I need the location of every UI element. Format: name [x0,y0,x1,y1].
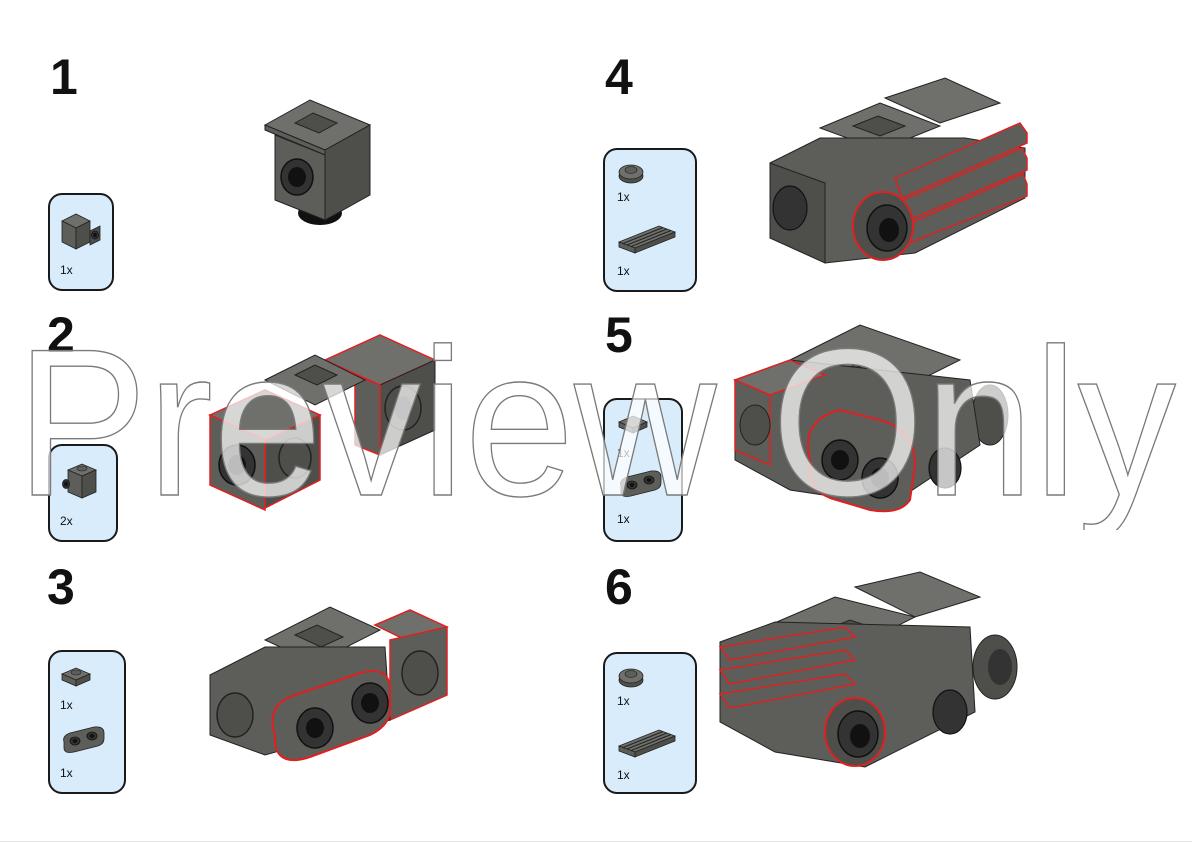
plate-1x2-rounded-icon [63,726,105,753]
step-6-model-rendering [718,571,1018,768]
step-6-number: 6 [605,559,633,615]
step-5-parts-callout: 1x 1x [603,398,683,542]
plate-1x1-icon [60,667,92,687]
step-4-model-rendering [769,77,1028,264]
grille-tile-1x2-part: 1x [605,216,695,292]
step-3-model-rendering [209,606,449,761]
round-plate-1x1-part: 1x [605,654,695,720]
grille-tile-icon [617,729,677,758]
bracket-brick-1x1-part: 1x [50,195,112,291]
plate-1x1-part: 1x [50,652,124,718]
step-3-parts-callout: 1x 1x [48,650,126,794]
bracket-brick-icon [61,213,101,250]
plate-1x2-rounded-part: 1x [50,718,124,794]
part-quantity: 1x [617,768,630,782]
part-quantity: 1x [617,694,630,708]
part-quantity: 1x [617,512,630,526]
plate-1x2-rounded-icon [620,470,662,497]
step-2-number: 2 [47,307,75,363]
step-6-parts-callout: 1x 1x [603,652,697,794]
part-quantity: 1x [60,698,73,712]
step-5-model-rendering [732,324,1009,513]
grille-tile-1x2-part: 1x [605,720,695,794]
tile-1x1-icon [617,415,649,434]
side-stud-brick-1x1-part: 2x [50,446,116,542]
tile-1x1-part: 1x [605,400,681,466]
part-quantity: 1x [60,263,73,277]
step-5-number: 5 [605,307,633,363]
step-2-model-rendering [208,334,437,512]
step-3-number: 3 [47,559,75,615]
part-quantity: 1x [617,446,630,460]
part-quantity: 1x [617,264,630,278]
step-1-model-rendering [263,99,372,225]
step-4-parts-callout: 1x 1x [603,148,697,292]
step-4-number: 4 [605,49,633,105]
part-quantity: 2x [60,514,73,528]
round-plate-1x1-part: 1x [605,150,695,216]
part-quantity: 1x [60,766,73,780]
grille-tile-icon [617,225,677,254]
plate-1x2-rounded-part: 1x [605,466,681,542]
step-1-number: 1 [50,49,78,105]
step-2-parts-callout: 2x [48,444,118,542]
part-quantity: 1x [617,190,630,204]
side-stud-brick-icon [62,463,98,499]
step-1-parts-callout: 1x [48,193,114,291]
round-plate-icon [618,668,644,688]
round-plate-icon [618,164,644,184]
